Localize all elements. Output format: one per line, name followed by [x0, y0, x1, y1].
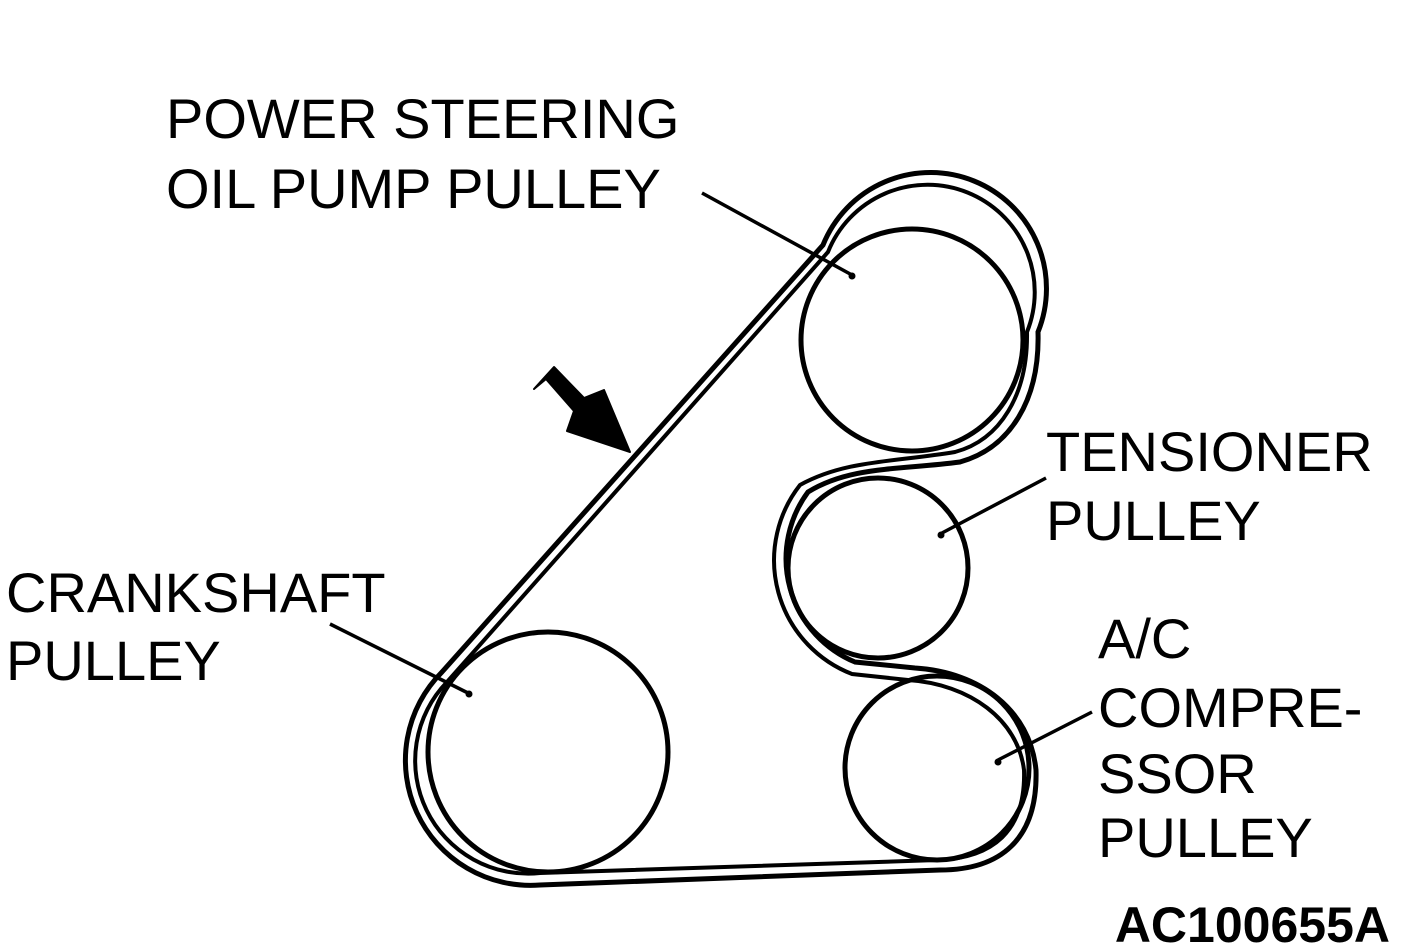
power-steering-oil-pump-pulley [798, 226, 1026, 454]
svg-text:COMPRE-: COMPRE- [1098, 676, 1362, 739]
svg-text:POWER STEERING: POWER STEERING [166, 87, 679, 150]
leader-dots [465, 272, 1002, 766]
belt-indicator-arrow-icon [533, 366, 631, 453]
leader-tensioner [941, 476, 1047, 535]
label-tensioner: TENSIONER PULLEY [1046, 420, 1373, 552]
crankshaft-pulley [425, 629, 671, 875]
svg-text:OIL PUMP PULLEY: OIL PUMP PULLEY [166, 157, 661, 220]
dot-crankshaft [465, 690, 473, 698]
figure-code: AC100655A [1115, 897, 1390, 950]
svg-text:SSOR: SSOR [1098, 742, 1257, 805]
svg-text:CRANKSHAFT: CRANKSHAFT [6, 561, 386, 624]
leader-power-steering [701, 191, 853, 277]
dot-ac-compressor [994, 758, 1002, 766]
leader-lines [329, 191, 1093, 762]
svg-text:PULLEY: PULLEY [1098, 806, 1313, 869]
label-power-steering: POWER STEERING OIL PUMP PULLEY [166, 87, 679, 220]
svg-text:TENSIONER: TENSIONER [1046, 420, 1373, 483]
ac-compressor-pulley [842, 673, 1032, 863]
label-crankshaft: CRANKSHAFT PULLEY [6, 561, 386, 692]
svg-text:PULLEY: PULLEY [1046, 489, 1261, 552]
dot-tensioner [937, 531, 945, 539]
leader-crankshaft [329, 622, 469, 695]
label-ac-compressor: A/C COMPRE- SSOR PULLEY [1098, 607, 1362, 869]
svg-text:PULLEY: PULLEY [6, 629, 221, 692]
dot-power-steering [848, 272, 856, 280]
tensioner-pulley [785, 475, 971, 661]
leader-ac-compressor [997, 710, 1093, 762]
svg-text:A/C: A/C [1098, 607, 1191, 670]
drive-belt-inner [413, 182, 1037, 876]
